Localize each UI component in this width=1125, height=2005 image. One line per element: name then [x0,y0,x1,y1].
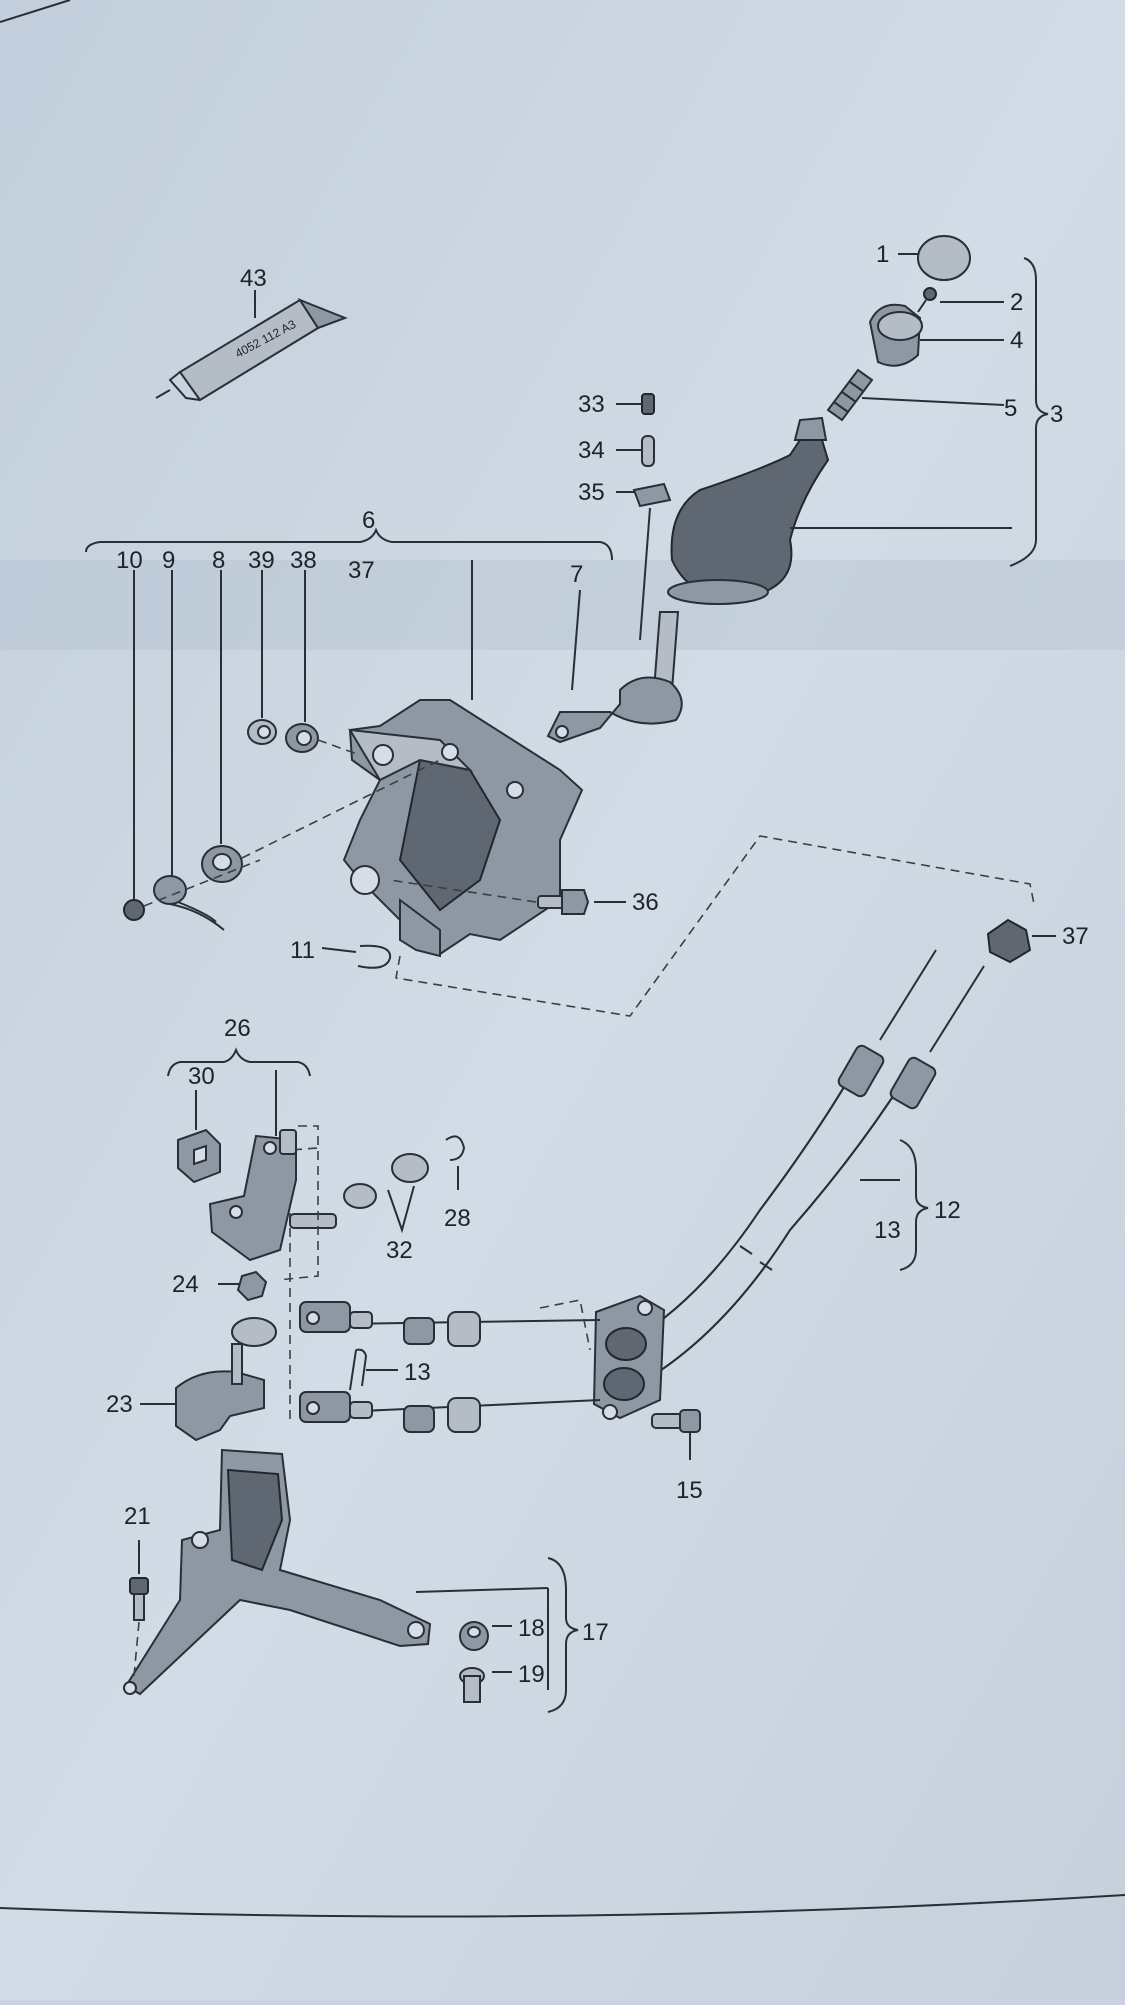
spring-sleeve-5 [826,368,1005,422]
page-top-border [0,0,71,23]
assembly-outline-37 [395,835,1035,1017]
dash-to-plate [289,1147,591,1420]
label-28: 28 [444,1205,471,1232]
bracket-6 [85,527,613,561]
bushing-18 [459,1621,512,1651]
cable-plate [592,1294,666,1420]
bracket-23 [140,1317,277,1442]
label-1: 1 [876,241,889,268]
label-17: 17 [582,1619,609,1646]
assembly-dashline-38 [317,739,361,756]
selector-housing [342,699,584,958]
label-12: 12 [934,1197,961,1224]
bolt-15 [651,1409,701,1460]
label-18: 18 [518,1615,545,1642]
label-23: 23 [106,1391,133,1418]
label-26: 26 [224,1015,251,1042]
leader-7 [571,589,581,691]
label-37: 37 [1062,923,1089,950]
shift-lever-plate [208,1070,337,1281]
circlip-11 [321,944,392,969]
shift-lever-7 [546,611,683,744]
bushing-39 [247,570,277,745]
paper-fold-shadow [0,560,1125,650]
bolt-21 [129,1540,149,1677]
bracket-17 [547,1557,579,1713]
bolt-36 [389,879,626,915]
label-39: 39 [248,547,275,574]
spring-9 [153,570,225,931]
screw-2 [917,287,1004,313]
page-bottom-border [0,1894,1125,1918]
assembly-dashline-8 [241,759,441,859]
gear-lever-boot [667,416,1012,605]
clip-13 [349,1348,368,1391]
label-8: 8 [212,547,225,574]
label-19: 19 [518,1661,545,1688]
gear-knob-cap-1 [898,235,971,281]
nut-24 [218,1270,268,1302]
label-43: 43 [240,265,267,292]
label-36: 36 [632,889,659,916]
label-30: 30 [188,1063,215,1090]
bracket-26 [167,1047,311,1077]
mounting-bracket [123,1448,549,1696]
label-37-top: 37 [348,557,375,584]
label-4: 4 [1010,327,1023,354]
label-11: 11 [290,937,315,964]
label-24: 24 [172,1271,199,1298]
label-3: 3 [1050,401,1063,428]
bushing-38 [285,570,319,753]
label-21: 21 [124,1503,151,1530]
label-32: 32 [386,1237,413,1264]
bracket-12 [899,1139,929,1271]
label-33: 33 [578,391,605,418]
nut-plate-35 [616,482,672,508]
cable-end-37 [986,918,1056,964]
bolt-33 [616,393,655,415]
sleeve-19 [459,1667,512,1703]
pin-34 [616,435,655,467]
gear-cables [631,949,985,1389]
bracket-3 [1009,257,1049,567]
cable-end-lower [299,1391,601,1433]
label-9: 9 [162,547,175,574]
label-34: 34 [578,437,605,464]
cable-end-upper [299,1301,601,1347]
label-13-clip: 13 [404,1359,431,1386]
slider-block-30 [177,1090,221,1184]
circlip-28 [445,1135,466,1190]
bushing-32 [343,1153,429,1234]
label-7: 7 [570,561,583,588]
label-5: 5 [1004,395,1017,422]
bushing-8 [201,570,243,883]
label-15: 15 [676,1477,703,1504]
clip-10 [123,570,261,921]
label-10: 10 [116,547,143,574]
gear-knob-4 [868,303,1004,367]
label-35: 35 [578,479,605,506]
label-38: 38 [290,547,317,574]
label-13-cable: 13 [874,1217,901,1244]
label-2: 2 [1010,289,1023,316]
guide-line-35 [639,507,651,641]
label-6: 6 [362,507,375,534]
